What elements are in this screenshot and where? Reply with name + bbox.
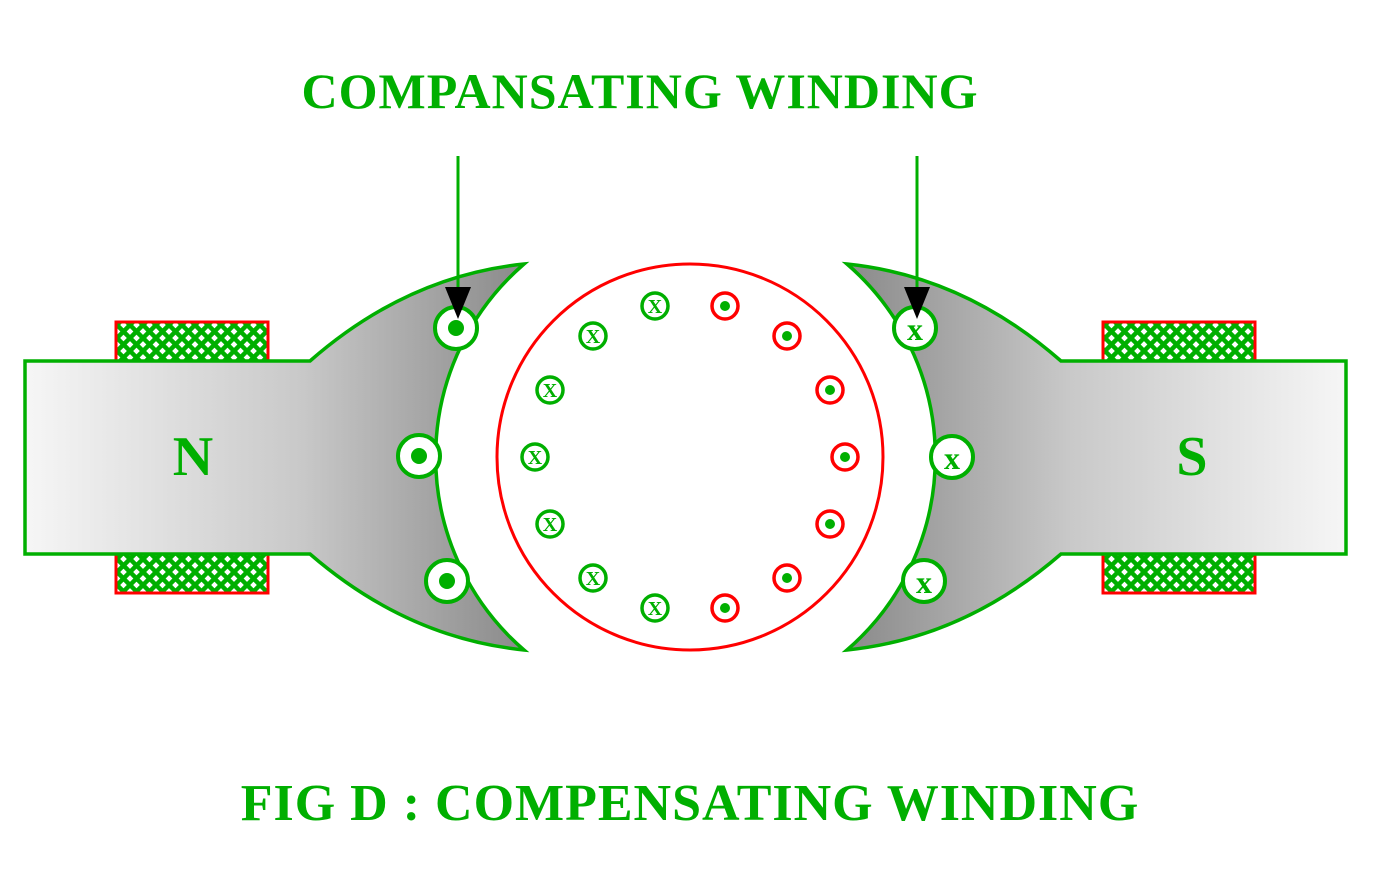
current-out-of-page-icon xyxy=(825,519,835,529)
current-out-of-page-icon xyxy=(782,331,792,341)
current-into-page-icon: X xyxy=(586,568,601,590)
leader-arrowhead-icon xyxy=(904,287,930,319)
current-out-of-page-icon xyxy=(411,448,427,464)
armature-circle xyxy=(495,262,885,652)
armature-conductor-cross xyxy=(535,375,565,405)
current-into-page-icon: x xyxy=(907,311,923,347)
right-pole-top-field-winding xyxy=(1101,320,1257,363)
current-into-page-icon: X xyxy=(648,598,663,620)
armature-conductor-cross xyxy=(640,291,670,321)
current-out-of-page-icon xyxy=(720,603,730,613)
leader-arrowhead-icon xyxy=(445,287,471,319)
current-out-of-page-icon xyxy=(448,320,464,336)
current-into-page-icon: X xyxy=(528,447,543,469)
armature-conductor-cross xyxy=(520,442,550,472)
current-into-page-icon: X xyxy=(543,514,558,536)
armature-conductor-cross xyxy=(640,593,670,623)
south-pole-label: S xyxy=(1176,426,1207,488)
armature-conductor-cross xyxy=(578,321,608,351)
armature-conductors: X X X X X X X xyxy=(520,291,860,623)
current-out-of-page-icon xyxy=(782,573,792,583)
current-into-page-icon: X xyxy=(543,380,558,402)
current-into-page-icon: x xyxy=(916,564,932,600)
current-into-page-icon: X xyxy=(586,326,601,348)
compensating-winding-conductors: x x x xyxy=(396,305,975,604)
current-out-of-page-icon xyxy=(439,573,455,589)
figure-title: COMPANSATING WINDING xyxy=(302,63,979,119)
shoe-conductor-cross xyxy=(901,558,947,604)
armature-conductor-cross xyxy=(578,563,608,593)
right-pole-bottom-field-winding xyxy=(1101,552,1257,595)
shoe-conductor-cross xyxy=(929,434,975,480)
current-into-page-icon: x xyxy=(944,440,960,476)
leader-arrows xyxy=(445,156,930,319)
north-pole-label: N xyxy=(173,426,213,488)
current-into-page-icon: X xyxy=(648,296,663,318)
current-out-of-page-icon xyxy=(840,452,850,462)
armature-conductor-cross xyxy=(535,509,565,539)
current-out-of-page-icon xyxy=(720,301,730,311)
left-pole-top-field-winding xyxy=(114,320,270,363)
figure-caption: FIG D : COMPENSATING WINDING xyxy=(241,775,1140,832)
current-out-of-page-icon xyxy=(825,385,835,395)
left-pole-bottom-field-winding xyxy=(114,552,270,595)
